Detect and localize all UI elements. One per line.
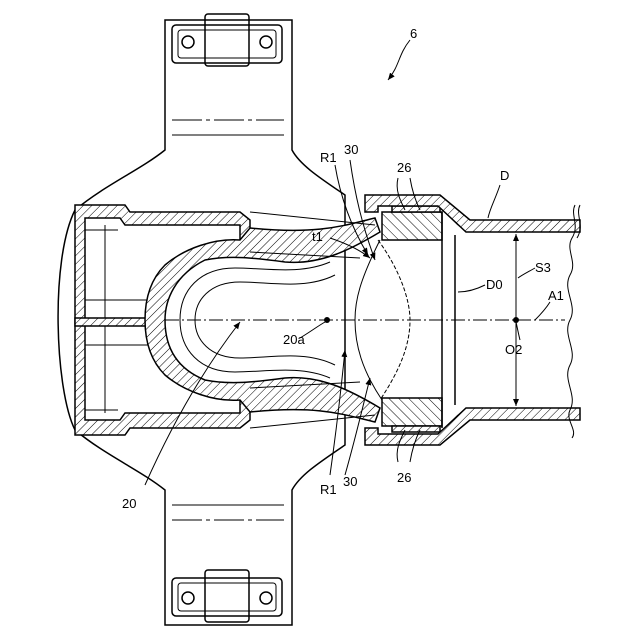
bottom-mount: [172, 505, 284, 622]
label-d0: D0: [486, 277, 503, 292]
label-30-top: 30: [344, 142, 358, 157]
label-20a: 20a: [283, 332, 305, 347]
label-t1: t1: [312, 229, 323, 244]
label-26-bottom: 26: [397, 470, 411, 485]
label-26-top: 26: [397, 160, 411, 175]
label-r1-top: R1: [320, 150, 337, 165]
label-20: 20: [122, 496, 136, 511]
label-o2: O2: [505, 342, 522, 357]
label-s3: S3: [535, 260, 551, 275]
label-r1-bottom: R1: [320, 482, 337, 497]
label-a1: A1: [548, 288, 564, 303]
label-d: D: [500, 168, 509, 183]
top-mount: [172, 14, 284, 135]
label-fig-ref: 6: [410, 26, 417, 41]
label-30-bottom: 30: [343, 474, 357, 489]
seal-rings: [382, 206, 442, 432]
